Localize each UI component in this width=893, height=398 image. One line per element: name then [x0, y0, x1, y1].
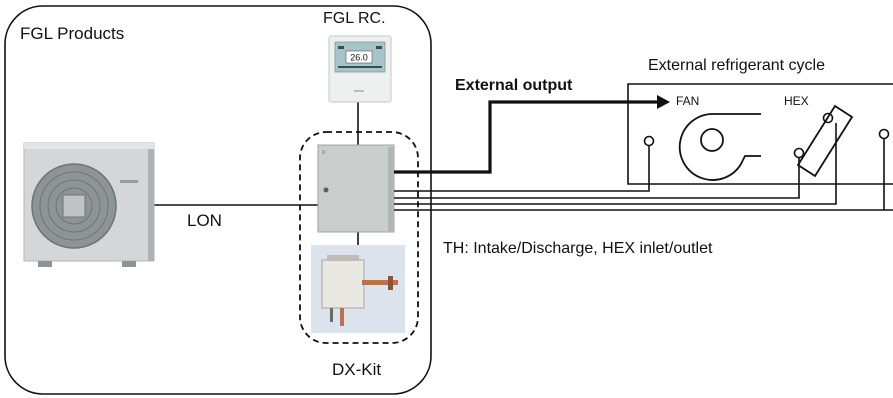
outdoor-unit-photo	[24, 143, 154, 267]
dx-kit-label: DX-Kit	[332, 361, 381, 378]
external-output-label: External output	[455, 78, 572, 94]
remote-display-value: 26.0	[350, 53, 368, 63]
lon-label: LON	[187, 212, 222, 229]
remote-controller-photo: 26.0	[329, 36, 391, 102]
fgl-rc-label: FGL RC.	[323, 11, 386, 27]
thermistor-note-label: TH: Intake/Discharge, HEX inlet/outlet	[443, 241, 712, 257]
sensor-terminal-discharge	[880, 130, 889, 139]
hex-label: HEX	[784, 95, 809, 107]
external-refrigerant-cycle-label: External refrigerant cycle	[648, 58, 825, 74]
sensor-wires	[394, 123, 893, 210]
external-cycle-box	[628, 84, 893, 184]
control-box-photo	[318, 145, 394, 232]
blower-fan-icon	[680, 114, 761, 180]
dx-kit-thermistor-photo	[311, 245, 405, 333]
fan-label: FAN	[676, 95, 699, 107]
fgl-products-label: FGL Products	[20, 25, 124, 42]
sensor-terminal-intake	[645, 137, 654, 146]
heat-exchanger-icon	[795, 106, 853, 176]
